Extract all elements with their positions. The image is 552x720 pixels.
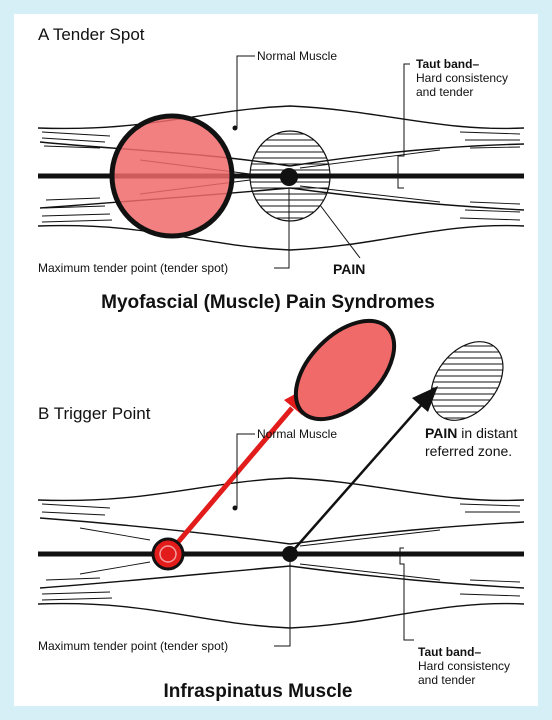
panel-b-max-point-label: Maximum tender point (tender spot) xyxy=(38,639,228,653)
panel-a-heading: A Tender Spot xyxy=(38,25,145,44)
panel-b: B Trigger Point xyxy=(38,303,524,687)
panel-b-taut-band-title: Taut band– xyxy=(418,645,481,659)
panel-a-max-point-label: Maximum tender point (tender spot) xyxy=(38,261,228,275)
panel-a-taut-band-line1: Hard consistency xyxy=(416,71,508,85)
panel-a-highlight-circle xyxy=(112,116,232,236)
panel-b-pain-rest: in distant xyxy=(457,425,517,441)
bottom-caption: Infraspinatus Muscle xyxy=(164,681,353,702)
panel-b-heading: B Trigger Point xyxy=(38,404,151,423)
panel-b-normal-muscle-label: Normal Muscle xyxy=(257,427,337,441)
panel-b-highlight-oval xyxy=(278,303,412,437)
panel-b-pain-label: PAIN in distant xyxy=(425,425,517,441)
middle-caption: Myofascial (Muscle) Pain Syndromes xyxy=(101,292,435,313)
panel-a-tender-point xyxy=(280,168,298,186)
panel-a-taut-band-line2: and tender xyxy=(416,85,473,99)
panel-b-taut-band-line2: and tender xyxy=(418,673,475,687)
panel-a-normal-muscle-label: Normal Muscle xyxy=(257,49,337,63)
panel-a-taut-band-title: Taut band– xyxy=(416,57,479,71)
panel-b-taut-band-line1: Hard consistency xyxy=(418,659,510,673)
panel-b-pain-line2: referred zone. xyxy=(425,443,512,459)
panel-b-pain-word: PAIN xyxy=(425,425,457,441)
panel-a-pain-label: PAIN xyxy=(333,261,365,277)
panel-a: A Tender Spot xyxy=(38,25,524,277)
panel-b-trigger-point xyxy=(153,539,183,569)
